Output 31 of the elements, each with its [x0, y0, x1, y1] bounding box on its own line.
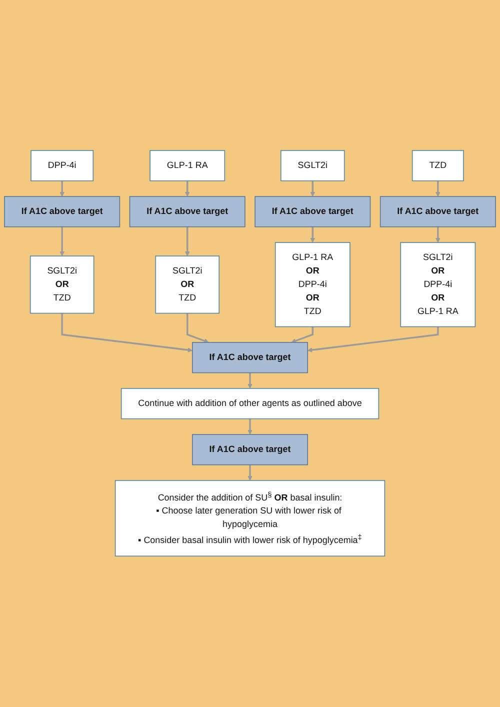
node-box — [114, 480, 386, 557]
node-box — [274, 242, 350, 328]
arrow — [186, 313, 209, 344]
arrow — [435, 181, 440, 197]
node-box — [30, 150, 94, 182]
node-box — [155, 256, 220, 314]
node-box — [150, 150, 226, 182]
arrow — [248, 372, 252, 389]
node-box — [129, 196, 246, 228]
node-box — [380, 196, 496, 228]
node-box — [30, 256, 94, 314]
node-box — [4, 196, 120, 228]
arrow — [60, 227, 65, 256]
arrow — [310, 227, 316, 243]
arrow — [248, 418, 252, 435]
arrow — [248, 465, 252, 481]
node-box — [254, 196, 371, 228]
arrow — [184, 227, 190, 256]
arrow — [60, 181, 65, 197]
arrow — [61, 313, 193, 353]
arrow — [184, 181, 190, 197]
arrow — [307, 326, 439, 353]
node-box — [412, 150, 464, 182]
arrow — [310, 181, 316, 197]
node-box — [192, 434, 308, 466]
arrow — [291, 326, 314, 344]
node-box — [400, 242, 476, 328]
node-box — [280, 150, 345, 182]
node-box — [192, 342, 308, 374]
node-box — [120, 388, 380, 420]
arrow — [435, 227, 440, 243]
